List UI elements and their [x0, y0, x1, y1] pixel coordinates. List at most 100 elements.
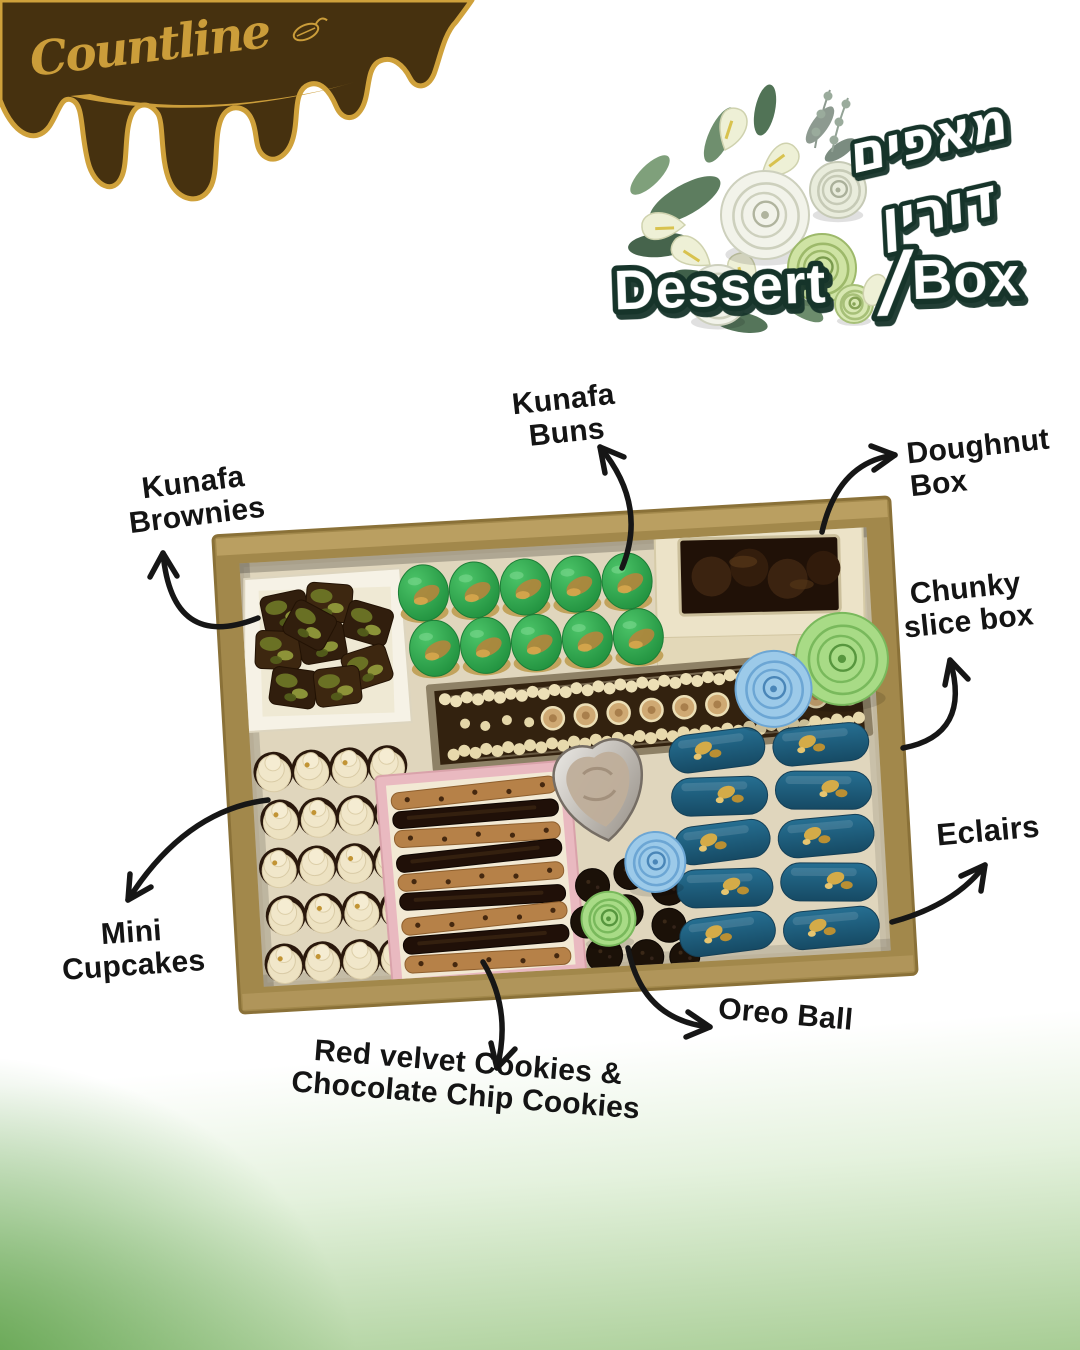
eclair — [679, 910, 776, 958]
choc-chip — [520, 958, 526, 964]
cookie-stick — [402, 924, 570, 955]
leaf — [753, 84, 777, 136]
bun-highlight — [509, 571, 524, 580]
leaf — [780, 293, 824, 323]
kunafa-bun — [499, 558, 551, 618]
kunafa-moss — [310, 588, 333, 603]
rose-center — [835, 187, 841, 193]
swirl-cookie-center — [680, 703, 689, 712]
lace-dot — [723, 669, 736, 682]
eucalyptus-leaf — [841, 99, 851, 109]
rose-petals — [752, 668, 793, 710]
lace-dot — [480, 742, 493, 755]
cookie-stick — [401, 901, 568, 936]
oreo-crumb — [595, 885, 600, 890]
gold-leaf — [721, 889, 730, 896]
lace-dot — [504, 687, 517, 700]
eclairs-group — [668, 722, 880, 958]
rose-petals — [842, 293, 864, 315]
lace-dot — [438, 693, 451, 706]
kunafa-moss — [365, 624, 381, 636]
lace-dot — [603, 682, 616, 695]
kunafa-moss — [318, 674, 340, 689]
rose-white-large — [720, 170, 810, 266]
stick-streak — [410, 845, 540, 864]
tray-rim-top — [215, 500, 888, 556]
choc-chip — [509, 832, 516, 838]
arrow-head — [147, 550, 180, 580]
lace-dot — [460, 691, 473, 704]
leaf — [649, 176, 721, 224]
cream-blob — [524, 717, 535, 728]
mini-cupcake — [298, 797, 339, 838]
lace-dot — [458, 744, 471, 757]
lace-dot — [592, 680, 605, 693]
gold-leaf — [698, 845, 707, 852]
mini-cupcake — [302, 941, 343, 982]
gold-leaf — [694, 741, 712, 755]
gold-leaf — [821, 780, 839, 793]
gold-leaf — [700, 833, 718, 847]
lace-dot — [658, 674, 671, 687]
gold-leaf — [693, 753, 702, 760]
leaf — [630, 155, 670, 195]
kunafa-moss — [291, 688, 308, 699]
eclair — [783, 905, 880, 951]
rose-petals — [709, 284, 729, 304]
choc-chip — [486, 957, 492, 963]
choc-chip — [479, 873, 485, 879]
choc-chip — [441, 836, 448, 842]
arrow-chunky-slice-box — [900, 657, 971, 751]
rose-petals — [588, 898, 631, 941]
eclair — [676, 867, 774, 909]
gold-fleck — [273, 812, 279, 818]
rose-center — [818, 264, 826, 272]
gold-leaf — [802, 838, 811, 845]
swirl-cookie-center — [548, 714, 557, 723]
cookie-box-item — [374, 759, 588, 987]
lace-dot — [647, 678, 660, 691]
gold-leaf — [577, 643, 592, 652]
gold-fleck — [315, 954, 321, 960]
lace-dot — [546, 737, 559, 750]
lace-dot — [548, 684, 561, 697]
choc-chip — [482, 915, 488, 921]
rose-center — [715, 292, 721, 298]
frosting-peak — [351, 941, 369, 959]
eucalyptus-leaf — [829, 135, 839, 145]
gold-fleck — [316, 905, 322, 911]
rose-white-small — [687, 264, 749, 330]
calla-spadix — [724, 120, 734, 140]
bun-highlight — [560, 568, 575, 577]
arrow-oreo-ball — [625, 945, 713, 1040]
eclair-sheen — [787, 819, 854, 834]
bouquet-illustration — [628, 84, 888, 333]
lace-dot — [636, 676, 649, 689]
gold-leaf — [717, 785, 735, 799]
kunafa-moss — [362, 673, 375, 682]
gold-leaf — [515, 591, 530, 600]
lace-dot — [644, 732, 657, 745]
arrow-head — [597, 444, 627, 476]
stick-streak — [417, 930, 547, 946]
gold-leaf — [798, 735, 816, 749]
kunafa-bun — [612, 608, 664, 667]
gold-leaf — [826, 871, 845, 885]
oreo-crumb — [650, 956, 654, 961]
gold-leaf — [809, 918, 827, 932]
bun-highlight — [622, 621, 637, 630]
calla-spadix — [655, 226, 675, 231]
gold-leaf — [803, 826, 822, 841]
calla-lily — [641, 212, 687, 241]
mini-cupcake — [259, 847, 300, 889]
swirl-cookie-center — [614, 708, 623, 717]
fondant-roses-upper — [734, 611, 889, 733]
oreo-ball — [651, 907, 687, 943]
chocolate-drip-shape — [0, 0, 475, 202]
choc-chip — [554, 953, 560, 959]
cocoa-pod-stem — [314, 17, 328, 25]
arrow-kunafa-brownies — [147, 550, 261, 630]
oreo-crumb — [607, 954, 612, 959]
arrow-line — [597, 444, 634, 571]
gold-leaf — [714, 841, 727, 850]
